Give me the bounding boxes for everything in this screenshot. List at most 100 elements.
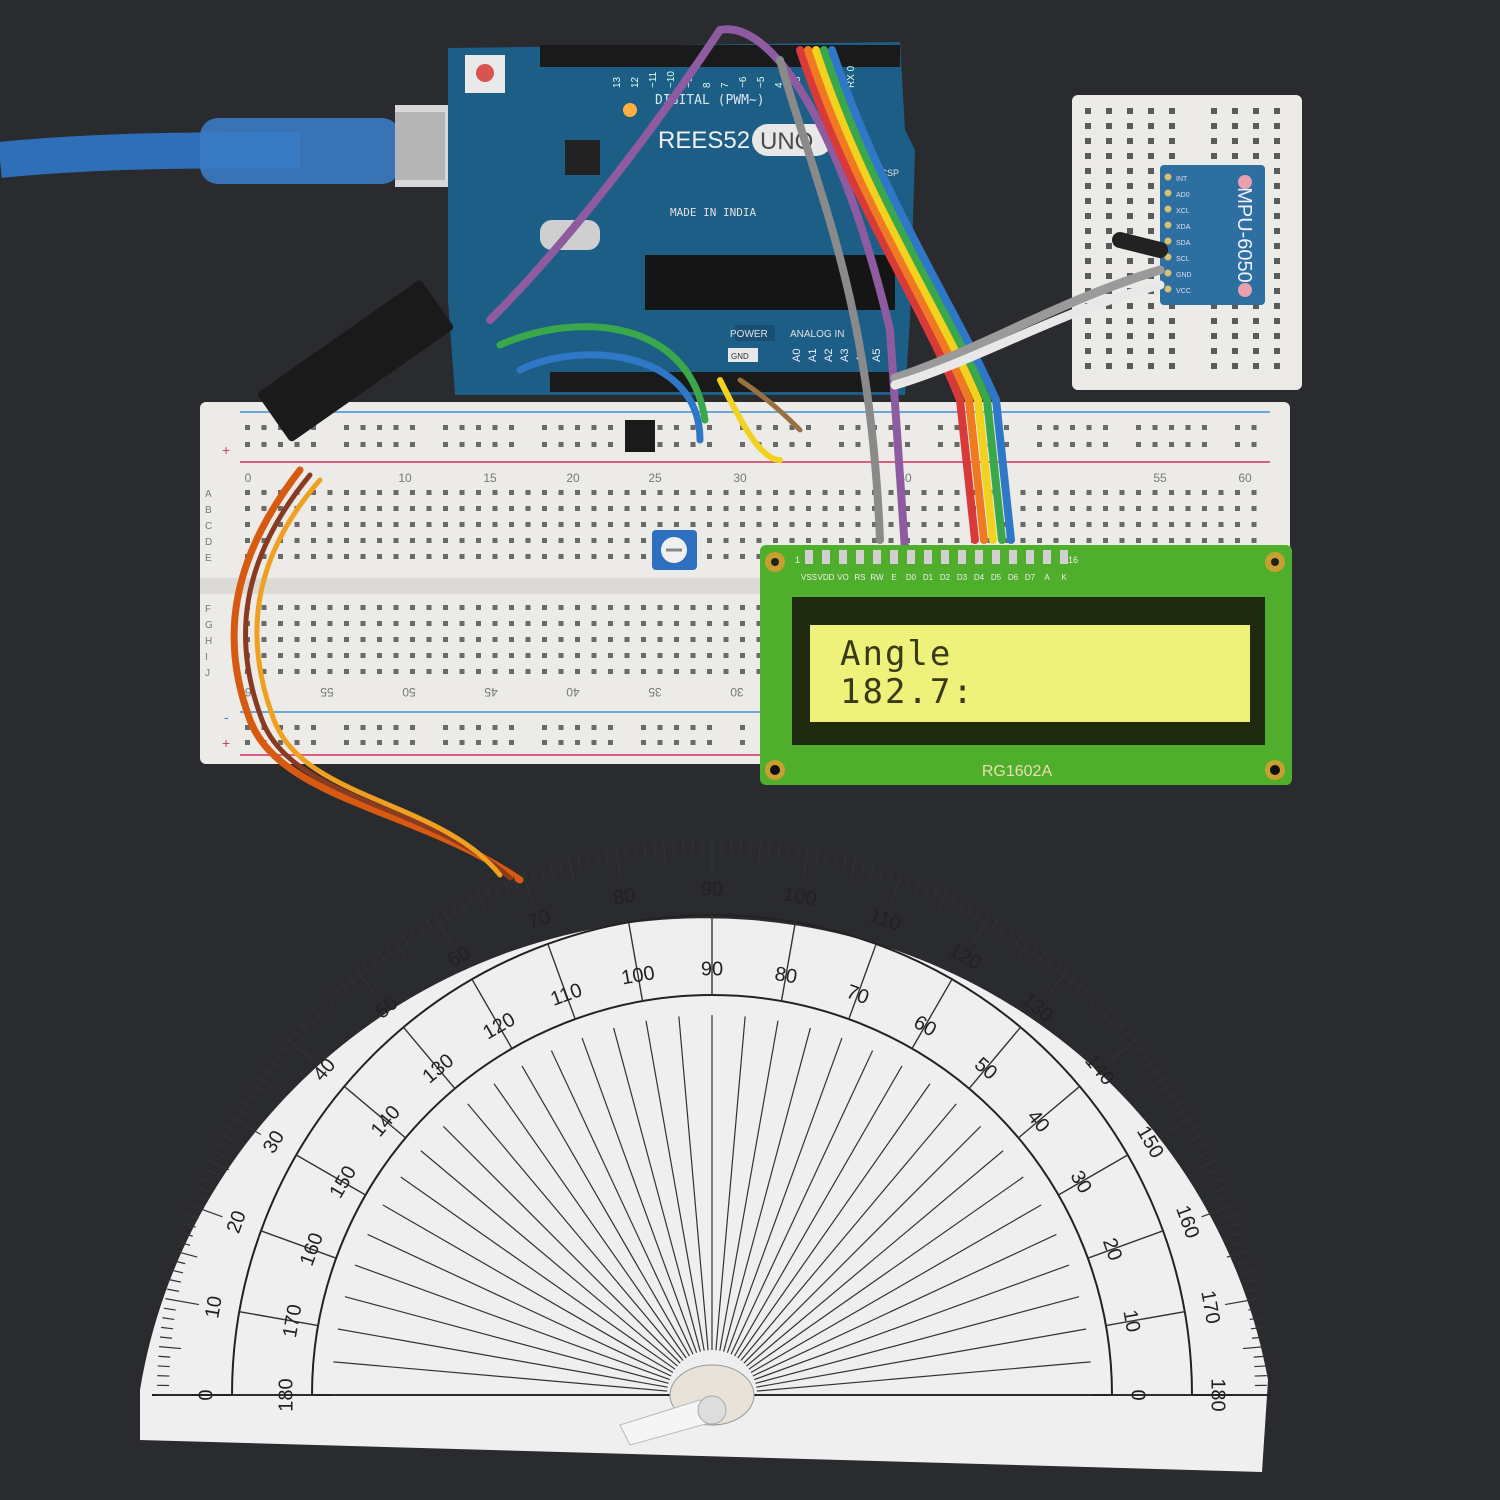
digital-pin-label: ~9: [684, 76, 695, 88]
breadboard-hole: [773, 490, 778, 495]
mpu-pin: [1164, 205, 1172, 213]
protractor-ray: [911, 978, 953, 1049]
protractor-ray: [719, 1020, 779, 1351]
breadboard-hole: [657, 605, 663, 610]
breadboard-hole: [1127, 333, 1133, 339]
jumper-wires: [230, 25, 1168, 884]
protractor-tick: [433, 914, 453, 945]
lcd-pin-label: D7: [1025, 573, 1036, 582]
breadboard-hole: [542, 490, 547, 495]
protractor-tick: [212, 1151, 225, 1158]
breadboard-hole: [443, 506, 448, 511]
rail-hole: [311, 740, 316, 745]
analog-pin-label: A2: [823, 349, 835, 362]
usb-chip: [565, 140, 600, 175]
rail-hole: [443, 442, 448, 447]
rail-hole: [278, 442, 283, 447]
breadboard-hole: [1106, 108, 1112, 114]
breadboard-hole: [1085, 198, 1091, 204]
rail-hole: [657, 725, 663, 730]
rail-hole: [1103, 442, 1108, 447]
mpu-label: MPU-6050: [1233, 187, 1255, 283]
breadboard-hole: [657, 653, 663, 658]
protractor-tick: [217, 1142, 229, 1150]
breadboard-hole: [1152, 490, 1158, 495]
analog-pin-label: A0: [791, 349, 803, 362]
breadboard-hole: [492, 490, 498, 495]
protractor-tick: [241, 1100, 252, 1108]
protractor-tick: [1030, 945, 1039, 957]
protractor-tick: [1177, 1108, 1189, 1116]
protractor-ray: [547, 943, 576, 1020]
breadboard-hole: [1185, 490, 1191, 495]
protractor-tick: [1053, 963, 1062, 974]
protractor-tick: [187, 1213, 199, 1219]
rail-hole: [360, 425, 366, 430]
breadboard-hole: [1235, 538, 1240, 543]
breadboard-hole: [1020, 506, 1026, 511]
breadboard-hole: [1211, 108, 1217, 114]
breadboard-hole: [674, 669, 679, 674]
breadboard-hole: [1169, 153, 1175, 159]
protractor-tick: [377, 951, 386, 962]
rail-hole: [938, 442, 943, 447]
lcd-pin-label: VDD: [818, 573, 835, 582]
breadboard-hole: [360, 621, 366, 626]
breadboard-hole: [657, 621, 663, 626]
breadboard-hole: [261, 605, 267, 610]
rail-hole: [1053, 425, 1059, 430]
row-letter: G: [205, 620, 213, 631]
analog-label: ANALOG IN: [790, 329, 844, 340]
breadboard-hole: [1136, 522, 1141, 527]
protractor-ray: [737, 1083, 931, 1359]
breadboard-hole: [1251, 506, 1257, 511]
breadboard-hole: [525, 554, 531, 559]
breadboard-hole: [558, 637, 564, 642]
breadboard-hole: [657, 637, 663, 642]
protractor-tick: [162, 1317, 175, 1321]
breadboard-hole: [525, 637, 531, 642]
protractor-tick: [200, 1177, 213, 1184]
protractor-tick: [1115, 1023, 1125, 1033]
rail-minus-label: -: [224, 709, 229, 725]
breadboard-hole: [410, 538, 415, 543]
protractor-tick: [1167, 1092, 1178, 1100]
protractor-tick: [1162, 1116, 1193, 1136]
potentiometer[interactable]: [652, 530, 697, 570]
breadboard-hole: [756, 490, 762, 495]
breadboard-hole: [492, 637, 498, 642]
protractor-tick: [1017, 940, 1031, 959]
breadboard-hole: [1085, 273, 1091, 279]
breadboard-hole: [344, 637, 349, 642]
lcd-pin: [856, 550, 864, 564]
breadboard-hole: [377, 621, 382, 626]
breadboard-hole: [476, 538, 481, 543]
digital-pin-label: 7: [720, 82, 731, 88]
breadboard-hole: [1169, 108, 1175, 114]
rail-hole: [608, 725, 613, 730]
ribbon-wire: [812, 46, 997, 544]
breadboard-hole: [360, 605, 366, 610]
breadboard-hole: [1085, 258, 1091, 264]
rail-hole: [707, 442, 712, 447]
lcd-pin-label: D0: [906, 573, 917, 582]
breadboard-hole: [723, 605, 729, 610]
lcd-pin: [958, 550, 966, 564]
protractor-ray: [343, 1085, 407, 1139]
rail-hole: [311, 725, 316, 730]
rail-hole: [558, 725, 564, 730]
rail-hole: [707, 425, 712, 430]
breadboard-hole: [443, 637, 448, 642]
protractor-tick: [1207, 1168, 1220, 1175]
protractor-ray: [756, 1328, 1087, 1388]
lcd-pin-last: 16: [1068, 555, 1078, 565]
breadboard-hole: [1169, 333, 1175, 339]
breadboard-hole: [509, 506, 514, 511]
breadboard-hole: [756, 637, 762, 642]
breadboard-hole: [443, 522, 448, 527]
breadboard-hole: [344, 621, 349, 626]
breadboard-hole: [591, 506, 597, 511]
column-number: 55: [1153, 471, 1167, 485]
breadboard-hole: [1148, 303, 1154, 309]
breadboard-hole: [1070, 506, 1075, 511]
